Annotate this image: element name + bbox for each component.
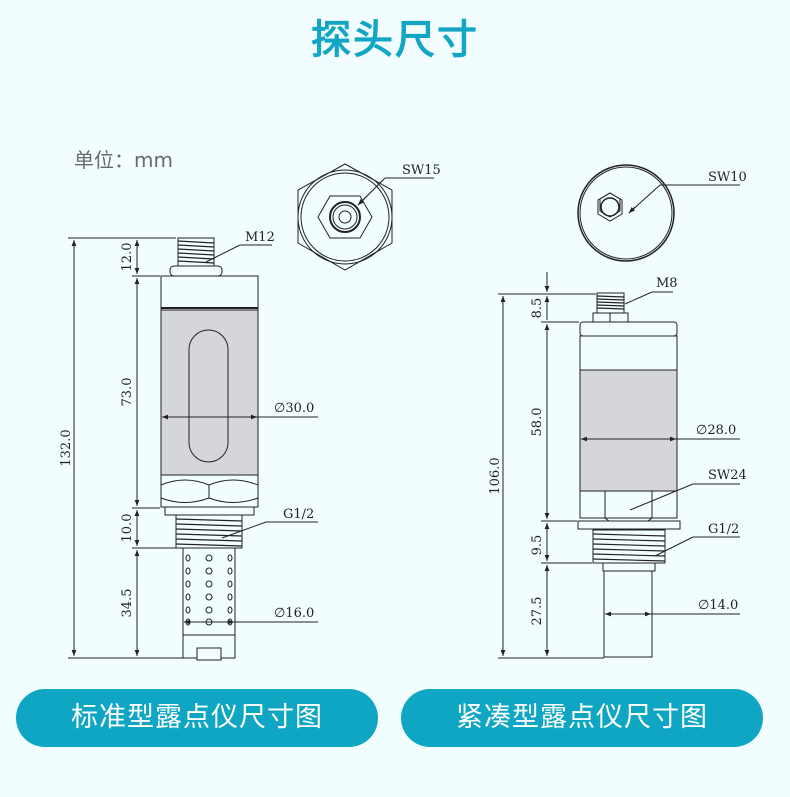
dim-total: 132.0 bbox=[59, 429, 74, 466]
compact-top-view: SW10 bbox=[577, 164, 747, 262]
svg-text:106.0: 106.0 bbox=[488, 457, 503, 494]
svg-text:M8: M8 bbox=[656, 276, 678, 291]
svg-text:G1/2: G1/2 bbox=[283, 507, 314, 522]
unit-label: 单位：mm bbox=[74, 148, 173, 172]
svg-text:27.5: 27.5 bbox=[530, 597, 545, 626]
svg-text:8.5: 8.5 bbox=[530, 298, 545, 319]
svg-text:10.0: 10.0 bbox=[120, 514, 135, 543]
svg-text:∅28.0: ∅28.0 bbox=[696, 423, 736, 438]
svg-text:G1/2: G1/2 bbox=[708, 522, 739, 537]
svg-text:12.0: 12.0 bbox=[120, 243, 135, 272]
inner-hex-nut bbox=[317, 195, 373, 239]
hex-outline bbox=[297, 163, 393, 271]
svg-text:73.0: 73.0 bbox=[120, 378, 135, 407]
svg-text:58.0: 58.0 bbox=[530, 408, 545, 437]
svg-text:M12: M12 bbox=[245, 230, 275, 245]
standard-probe-caption: 标准型露点仪尺寸图 bbox=[16, 689, 378, 747]
svg-text:SW24: SW24 bbox=[708, 468, 747, 483]
standard-top-view: SW15 bbox=[297, 163, 441, 271]
page-title: 探头尺寸 bbox=[311, 17, 479, 63]
svg-text:9.5: 9.5 bbox=[530, 535, 545, 556]
compact-probe-caption: 紧凑型露点仪尺寸图 bbox=[401, 689, 763, 747]
svg-text:∅14.0: ∅14.0 bbox=[698, 598, 738, 613]
sw15-label: SW15 bbox=[402, 163, 441, 178]
svg-text:SW10: SW10 bbox=[708, 170, 747, 185]
svg-text:∅16.0: ∅16.0 bbox=[274, 606, 314, 621]
standard-side-view: 132.0 12.0 73.0 10.0 34.5 M12 ∅30.0 G1/2… bbox=[59, 230, 318, 661]
svg-text:∅30.0: ∅30.0 bbox=[274, 401, 314, 416]
compact-side-view: 106.0 8.5 58.0 9.5 27.5 M8 ∅28.0 SW24 G1… bbox=[488, 272, 747, 659]
svg-text:34.5: 34.5 bbox=[120, 589, 135, 618]
